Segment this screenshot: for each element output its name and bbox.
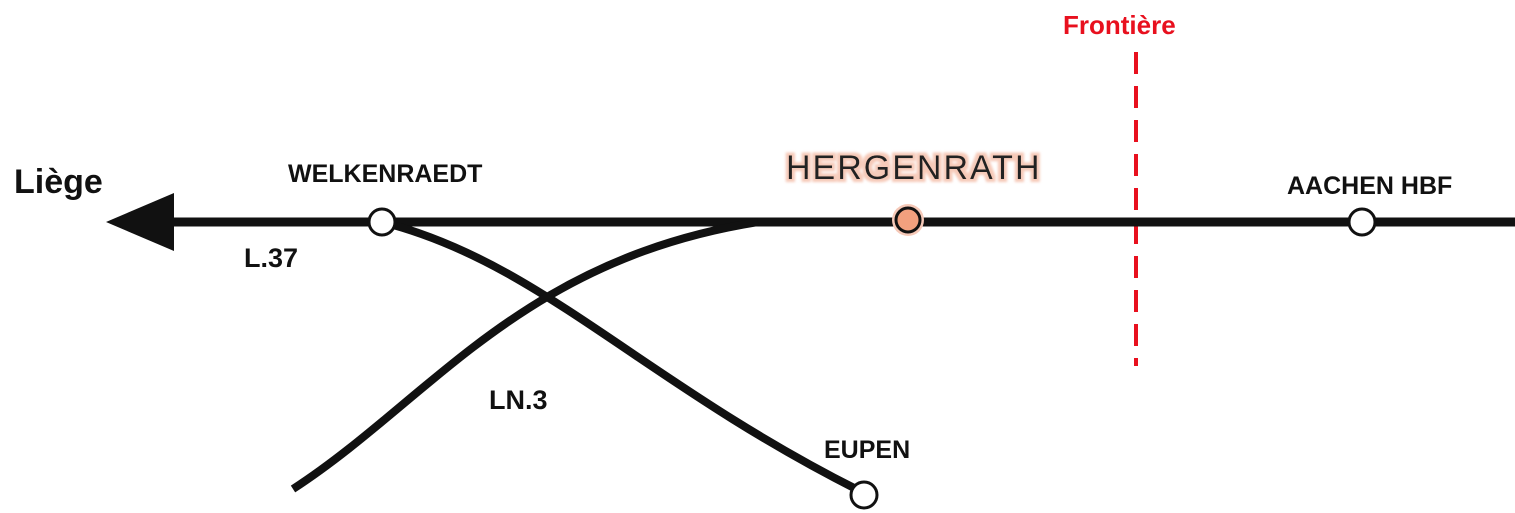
station-hergenrath-marker [894, 206, 922, 234]
arrow-to-liege-icon [106, 193, 174, 251]
border-label: Frontière [1063, 10, 1176, 40]
station-hergenrath-label: HERGENRATH [786, 149, 1042, 187]
station-eupen-label: EUPEN [824, 436, 910, 464]
line-label-l37: L.37 [244, 243, 298, 273]
track-ln3 [290, 218, 759, 493]
line-label-ln3: LN.3 [489, 385, 548, 415]
station-welkenraedt-icon [367, 207, 397, 237]
station-welkenraedt-label: WELKENRAEDT [288, 160, 482, 188]
track-welkenraedt-eupen [381, 218, 860, 494]
station-eupen-icon [849, 480, 879, 510]
station-aachen-label: AACHEN HBF [1287, 172, 1452, 200]
destination-liege-label: Liège [14, 163, 103, 201]
station-aachen-icon [1347, 207, 1377, 237]
